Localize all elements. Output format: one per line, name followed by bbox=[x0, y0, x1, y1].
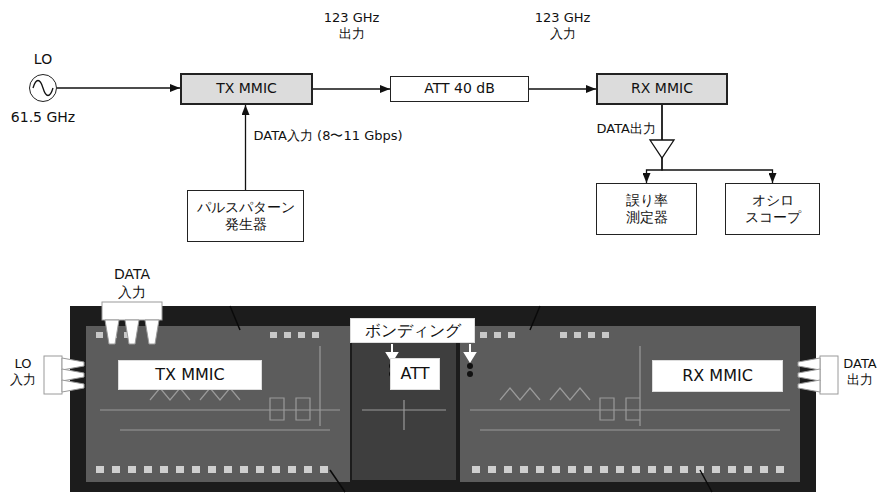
photo-label-box: ボンディング bbox=[350, 318, 475, 343]
photo-label-box: TX MMIC bbox=[118, 360, 262, 390]
pattern-generator-box: パルスパターン 発生器 bbox=[187, 190, 304, 242]
oscilloscope-box: オシロ スコープ bbox=[725, 183, 820, 235]
connector-line bbox=[57, 87, 180, 88]
connector-line bbox=[662, 105, 773, 183]
box-label: RX MMIC bbox=[631, 80, 693, 98]
box-label: オシロ スコープ bbox=[732, 192, 813, 227]
tx-mmic-box: TX MMIC bbox=[180, 73, 313, 105]
signal-source: LO61.5 GHz bbox=[29, 74, 57, 102]
signal-name: DATA出力 bbox=[594, 121, 656, 137]
error-tester-box: 誤り率 測定器 bbox=[596, 183, 697, 235]
source-name: LO bbox=[34, 51, 52, 69]
pin-label: LO 入力 bbox=[4, 356, 42, 389]
box-label: パルスパターン 発生器 bbox=[194, 199, 297, 234]
box-label: RX MMIC bbox=[682, 366, 753, 386]
output-connector bbox=[798, 356, 838, 394]
box-label: 誤り率 測定器 bbox=[603, 192, 690, 227]
lo-connector bbox=[44, 356, 84, 394]
attenuator-box: ATT 40 dB bbox=[390, 76, 529, 102]
connector-line bbox=[313, 88, 390, 89]
edge-label: DATA入力 (8〜11 Gbps) bbox=[254, 128, 403, 144]
photo-label-box: RX MMIC bbox=[652, 360, 783, 392]
pin-label: DATA 入力 bbox=[104, 266, 160, 301]
sine-symbol bbox=[33, 81, 53, 96]
chip-photo bbox=[70, 306, 816, 492]
pin-label: DATA 出力 bbox=[839, 356, 881, 389]
connector-line bbox=[529, 88, 596, 89]
buffer-symbol bbox=[650, 140, 674, 158]
edge-label: 123 GHz 入力 bbox=[532, 10, 594, 43]
connector-line bbox=[245, 105, 246, 190]
photo-label-box: ATT bbox=[390, 358, 440, 390]
box-label: TX MMIC bbox=[216, 80, 277, 98]
edge-label: 123 GHz 出力 bbox=[321, 10, 383, 43]
box-label: TX MMIC bbox=[155, 365, 224, 385]
box-label: ボンディング bbox=[365, 321, 461, 341]
box-label: ATT 40 dB bbox=[424, 80, 495, 98]
input-connector bbox=[102, 302, 162, 344]
box-label: ATT bbox=[401, 364, 430, 384]
frequency-label: 61.5 GHz bbox=[11, 109, 75, 127]
rx-mmic-box: RX MMIC bbox=[596, 73, 728, 105]
